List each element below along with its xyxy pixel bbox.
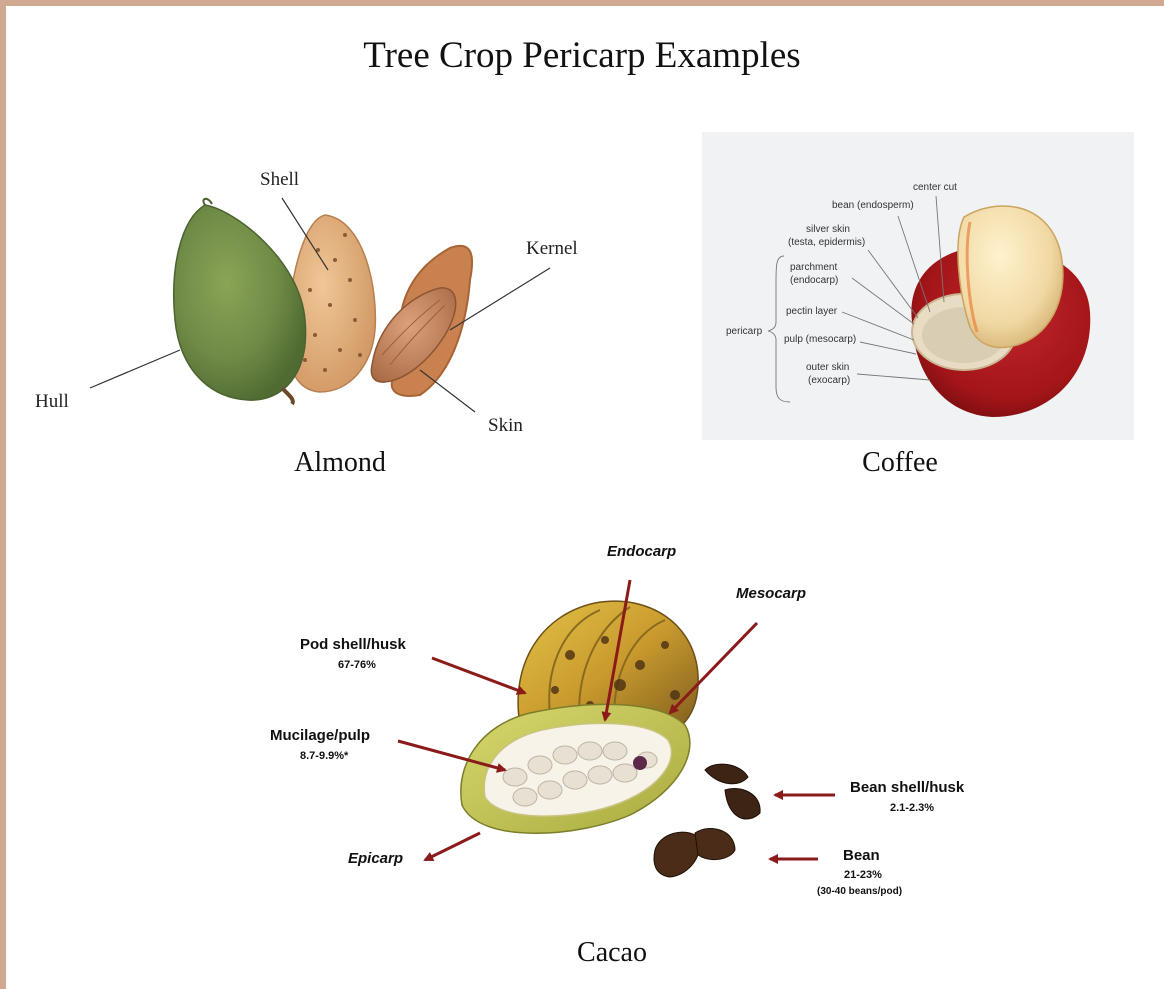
pod-shell-arrow bbox=[432, 658, 525, 693]
cacao-label-mesocarp: Mesocarp bbox=[736, 585, 806, 602]
almond-illustration: Shell Kernel Hull Skin bbox=[20, 160, 620, 450]
coffee-illustration: center cut bean (endosperm) silver skin … bbox=[702, 132, 1134, 440]
hull-leader-line bbox=[90, 350, 180, 388]
almond-label-kernel: Kernel bbox=[526, 238, 578, 259]
cacao-label-pod-shell: Pod shell/husk bbox=[300, 636, 407, 653]
cacao-label-endocarp: Endocarp bbox=[607, 543, 676, 560]
page-title: Tree Crop Pericarp Examples bbox=[0, 34, 1164, 77]
coffee-label-silver-skin: silver skin bbox=[806, 224, 850, 235]
cacao-label-pod-shell-pct: 67-76% bbox=[338, 659, 376, 671]
cacao-bean-shell-pieces bbox=[705, 764, 760, 819]
cacao-label-bean: Bean bbox=[843, 847, 880, 864]
coffee-caption: Coffee bbox=[800, 447, 1000, 479]
cacao-illustration: Endocarp Mesocarp Pod shell/husk 67-76% … bbox=[150, 515, 1000, 905]
cacao-label-mucilage-pct: 8.7-9.9%* bbox=[300, 750, 349, 762]
almond-caption: Almond bbox=[240, 447, 440, 479]
coffee-label-outer-skin-sub: (exocarp) bbox=[808, 375, 850, 386]
cacao-label-epicarp: Epicarp bbox=[348, 850, 403, 867]
epicarp-arrow bbox=[425, 833, 480, 860]
cacao-caption: Cacao bbox=[512, 937, 712, 969]
coffee-label-parchment-sub: (endocarp) bbox=[790, 275, 838, 286]
coffee-label-pulp: pulp (mesocarp) bbox=[784, 334, 856, 345]
coffee-label-bean: bean (endosperm) bbox=[832, 200, 914, 211]
almond-hull-shape bbox=[174, 205, 306, 400]
cacao-label-bean-pct: 21-23% bbox=[844, 869, 882, 881]
cacao-label-bean-shell: Bean shell/husk bbox=[850, 779, 965, 796]
cacao-bean-pieces bbox=[654, 828, 735, 877]
coffee-label-pectin: pectin layer bbox=[786, 306, 838, 317]
almond-label-hull: Hull bbox=[35, 391, 69, 412]
coffee-label-silver-skin-sub: (testa, epidermis) bbox=[788, 237, 865, 248]
coffee-label-center-cut: center cut bbox=[913, 182, 957, 193]
cacao-label-bean-shell-pct: 2.1-2.3% bbox=[890, 802, 934, 814]
cacao-label-bean-note: (30-40 beans/pod) bbox=[817, 886, 902, 897]
coffee-label-outer-skin: outer skin bbox=[806, 362, 849, 373]
coffee-label-pericarp: pericarp bbox=[726, 326, 763, 337]
almond-label-skin: Skin bbox=[488, 415, 523, 436]
almond-label-shell: Shell bbox=[260, 169, 299, 190]
cacao-label-mucilage: Mucilage/pulp bbox=[270, 727, 370, 744]
skin-leader-line bbox=[420, 370, 475, 412]
coffee-label-parchment: parchment bbox=[790, 262, 837, 273]
